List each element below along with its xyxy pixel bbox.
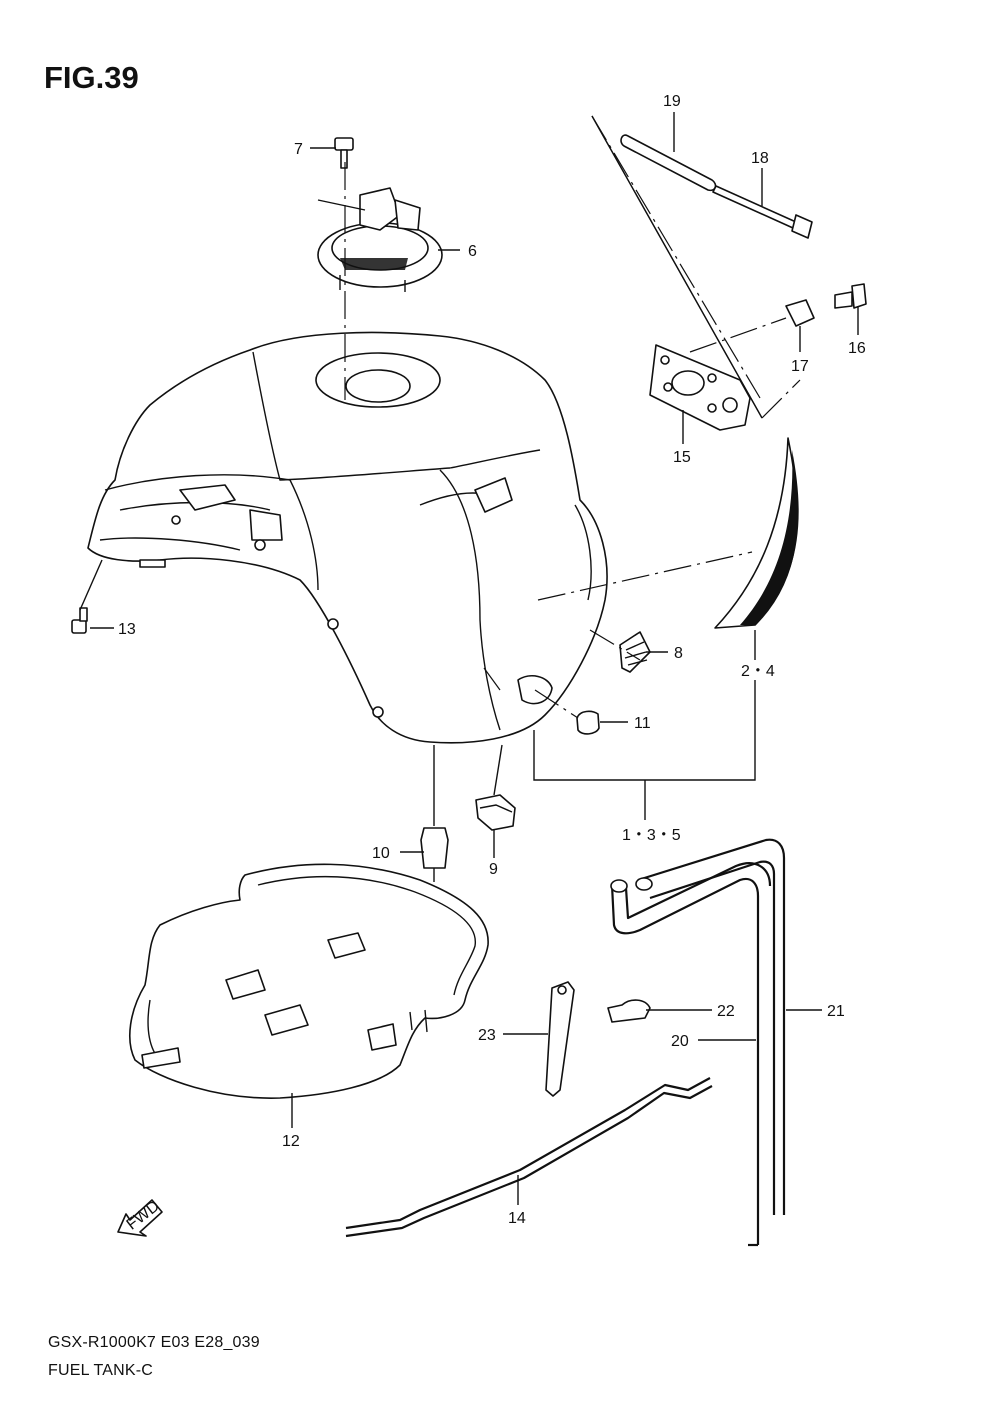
clamp-23 (545, 981, 575, 1097)
bolt-16 (834, 283, 867, 309)
clamp-22 (607, 999, 651, 1023)
bolt-13 (71, 607, 88, 634)
forward-arrow-icon: FWD (117, 1198, 163, 1237)
callout-6: 6 (468, 243, 477, 260)
callout-16: 16 (848, 340, 866, 357)
callout-13: 13 (118, 621, 136, 638)
callout-19: 19 (663, 93, 681, 110)
callout-22: 22 (717, 1003, 735, 1020)
callout-labels: 7 6 19 18 16 17 15 13 8 2・4 11 1・3・5 10 … (118, 93, 866, 1227)
callout-21: 21 (827, 1003, 845, 1020)
callout-17: 17 (791, 358, 809, 375)
callout-11: 11 (634, 715, 651, 732)
damper-8 (619, 631, 651, 673)
callout-8: 8 (674, 645, 683, 662)
model-code: GSX-R1000K7 E03 E28_039 (48, 1334, 260, 1351)
callout-23: 23 (478, 1027, 496, 1044)
callout-1-3-5: 1・3・5 (622, 827, 681, 844)
fuel-tank-body (87, 331, 608, 744)
assembly-guide-lines (344, 115, 801, 719)
callout-12: 12 (282, 1133, 300, 1150)
drain-hose-14 (345, 1077, 713, 1238)
bracket-15 (649, 344, 751, 431)
figure-title: FIG.39 (44, 60, 139, 95)
callout-14: 14 (508, 1210, 526, 1227)
callout-leaders (79, 112, 859, 1205)
tank-side-cover-2-4 (714, 437, 799, 629)
callout-18: 18 (751, 150, 769, 167)
callout-7: 7 (294, 141, 303, 158)
callout-10: 10 (372, 845, 390, 862)
callout-9: 9 (489, 861, 498, 878)
diagram-caption: FUEL TANK-C (48, 1362, 154, 1379)
damper-10 (420, 827, 449, 882)
cushion-9 (475, 794, 516, 831)
bolt-7 (334, 137, 354, 169)
cushion-11 (576, 710, 600, 735)
bolt-18 (712, 185, 813, 239)
fuel-hose-21 (635, 838, 786, 1215)
fuel-cap-assembly (317, 187, 443, 292)
fuel-hose-20 (610, 862, 772, 1247)
callout-15: 15 (673, 449, 691, 466)
grommet-17 (785, 299, 815, 327)
tank-tray-12 (129, 863, 489, 1099)
spacer-19 (620, 134, 717, 192)
callout-20: 20 (671, 1033, 689, 1050)
callout-2-4: 2・4 (741, 663, 775, 680)
